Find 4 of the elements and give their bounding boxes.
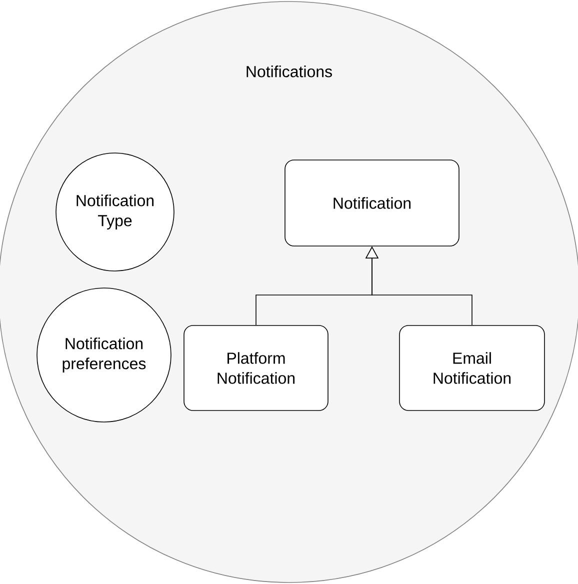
class-box: Notification xyxy=(284,160,460,246)
region-title: Notifications xyxy=(246,66,332,78)
class-box: Platform Notification xyxy=(184,325,328,411)
class-box: Email Notification xyxy=(399,325,545,411)
